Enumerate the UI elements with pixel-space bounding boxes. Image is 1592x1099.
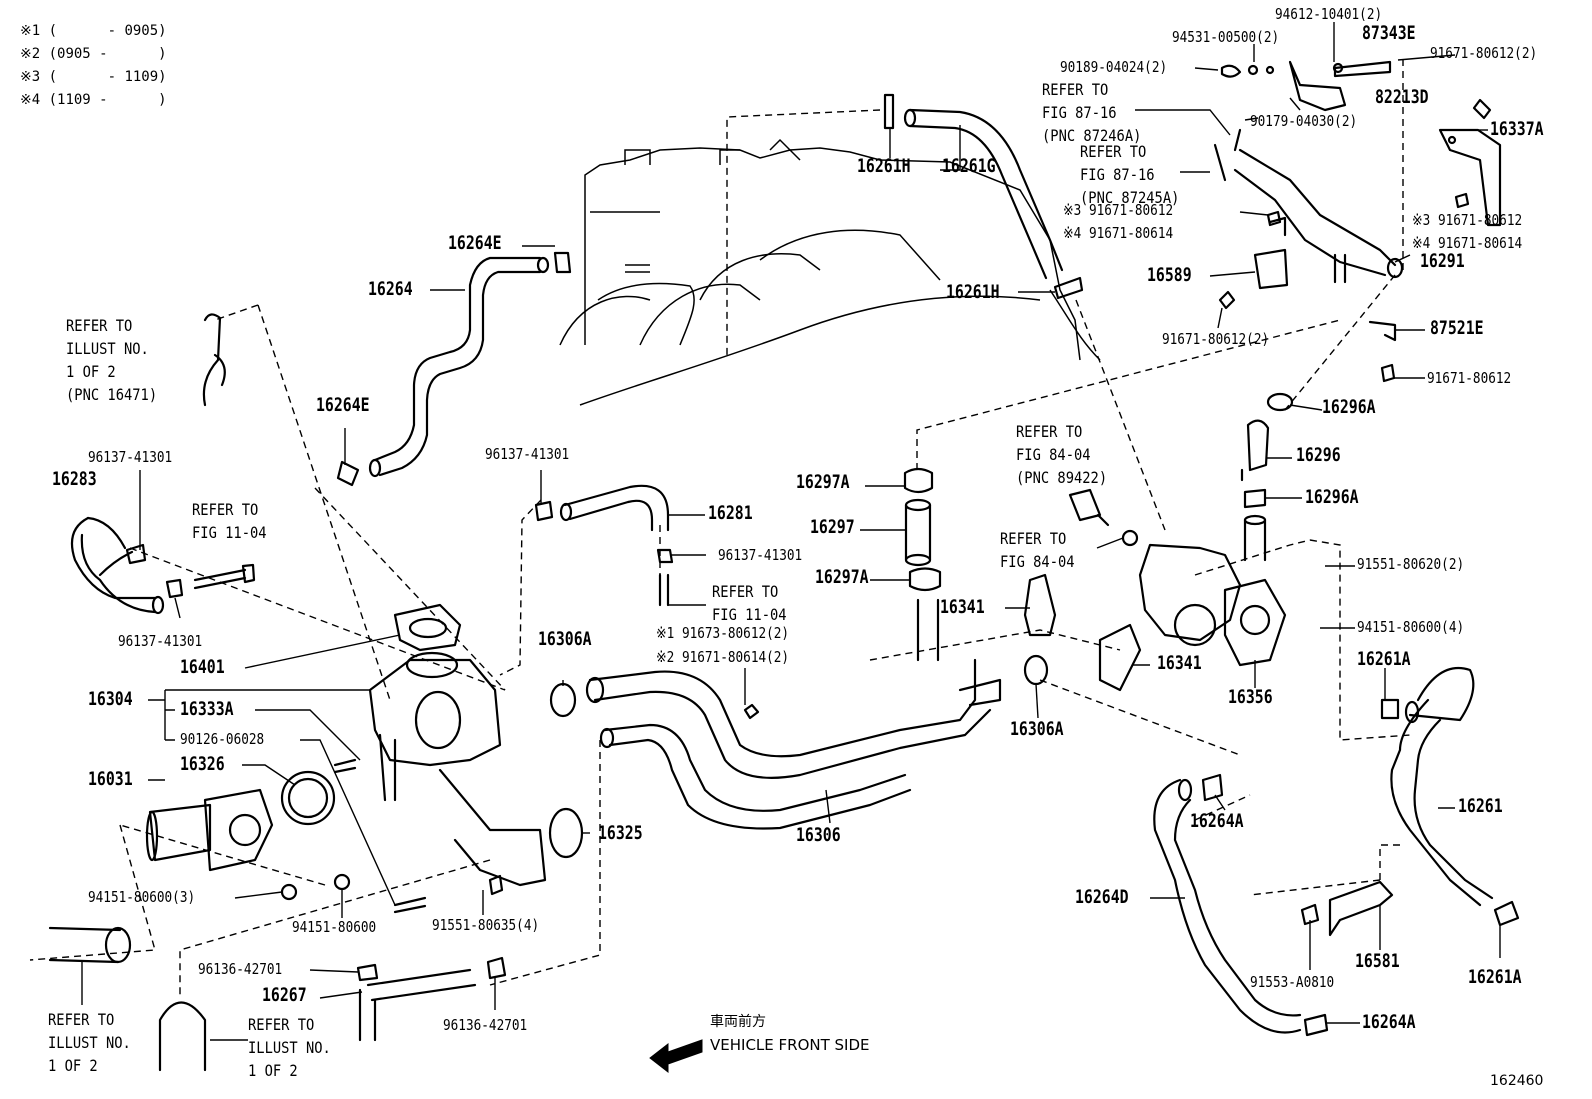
part-16297A-bottom[interactable]: 16297A (815, 566, 869, 588)
part-94151-80600-3[interactable]: 94151-80600(3) (88, 888, 196, 906)
part-90179-04030[interactable]: 90179-04030(2) (1250, 112, 1358, 130)
part-16264A-mid[interactable]: 16264A (1190, 810, 1244, 832)
version-note-2: ※2 (0905 - ) (20, 46, 167, 62)
part-91551-80620[interactable]: 91551-80620(2) (1357, 555, 1465, 573)
version-note-3: ※3 ( - 1109) (20, 69, 167, 85)
part-96136-42701-b[interactable]: 96136-42701 (443, 1016, 528, 1034)
leader-lines (81, 22, 1501, 1041)
part-91671-80614-note2[interactable]: ※2 91671-80614(2) (656, 648, 790, 666)
part-91671-80612-2-top[interactable]: 91671-80612(2) (1430, 44, 1538, 62)
part-91671-80612-2-mid[interactable]: 91671-80612(2) (1162, 330, 1270, 348)
vehicle-front-label-en: VEHICLE FRONT SIDE (710, 1036, 870, 1054)
part-91671-80614-note4-right[interactable]: ※4 91671-80614 (1412, 234, 1523, 252)
part-16261[interactable]: 16261 (1458, 795, 1503, 817)
part-16304[interactable]: 16304 (88, 688, 133, 710)
part-16296[interactable]: 16296 (1296, 444, 1341, 466)
refer-illust-1of2-a[interactable]: REFER TO ILLUST NO. 1 OF 2 (48, 1010, 131, 1075)
refer-fig-87-16-a[interactable]: REFER TO FIG 87-16 (PNC 87246A) (1042, 80, 1142, 145)
part-82213D[interactable]: 82213D (1375, 86, 1429, 108)
part-94151-80600[interactable]: 94151-80600 (292, 918, 377, 936)
part-90126-06028[interactable]: 90126-06028 (180, 730, 265, 748)
part-16341-a[interactable]: 16341 (940, 596, 985, 618)
part-16291[interactable]: 16291 (1420, 250, 1465, 272)
part-16297[interactable]: 16297 (810, 516, 855, 538)
version-note-1: ※1 ( - 0905) (20, 23, 167, 39)
part-16031[interactable]: 16031 (88, 768, 133, 790)
part-16306[interactable]: 16306 (796, 824, 841, 846)
figure-id: 162460 (1490, 1073, 1544, 1089)
part-91671-80612-right[interactable]: 91671-80612 (1427, 369, 1512, 387)
part-96137-41301-c[interactable]: 96137-41301 (718, 546, 803, 564)
part-16261A-top[interactable]: 16261A (1357, 648, 1411, 670)
vehicle-front-label-jp: 車両前方 (710, 1014, 766, 1030)
part-91551-80635[interactable]: 91551-80635(4) (432, 916, 540, 934)
part-16297A-top[interactable]: 16297A (796, 471, 850, 493)
part-96137-41301-b[interactable]: 96137-41301 (485, 445, 570, 463)
refer-illust-1of2-b[interactable]: REFER TO ILLUST NO. 1 OF 2 (248, 1015, 331, 1080)
part-96136-42701-a[interactable]: 96136-42701 (198, 960, 283, 978)
part-91671-80614-note4[interactable]: ※4 91671-80614 (1063, 224, 1174, 242)
part-16589[interactable]: 16589 (1147, 264, 1192, 286)
part-16325[interactable]: 16325 (598, 822, 643, 844)
part-96137-41301-a[interactable]: 96137-41301 (88, 448, 173, 466)
part-16337A[interactable]: 16337A (1490, 118, 1544, 140)
refer-fig-84-04-a[interactable]: REFER TO FIG 84-04 (PNC 89422) (1016, 422, 1108, 487)
part-16333A[interactable]: 16333A (180, 698, 234, 720)
part-96137-41301-d[interactable]: 96137-41301 (118, 632, 203, 650)
part-16306A-a[interactable]: 16306A (538, 628, 592, 650)
part-94531-00500[interactable]: 94531-00500(2) (1172, 28, 1280, 46)
small-parts (48, 60, 1520, 1074)
refer-fig-11-04-b[interactable]: REFER TO FIG 11-04 (712, 582, 787, 624)
part-94151-80600-4[interactable]: 94151-80600(4) (1357, 618, 1465, 636)
part-91673-80612-note1[interactable]: ※1 91673-80612(2) (656, 624, 790, 642)
part-16264[interactable]: 16264 (368, 278, 413, 300)
part-91671-80612-note3-right[interactable]: ※3 91671-80612 (1412, 211, 1523, 229)
part-16264E-top[interactable]: 16264E (448, 232, 502, 254)
part-16264A-bottom[interactable]: 16264A (1362, 1011, 1416, 1033)
part-16261H-mid[interactable]: 16261H (946, 281, 1000, 303)
part-94612-10401[interactable]: 94612-10401(2) (1275, 5, 1383, 23)
part-16283[interactable]: 16283 (52, 468, 97, 490)
part-91671-80612-note3[interactable]: ※3 91671-80612 (1063, 201, 1174, 219)
part-90189-04024[interactable]: 90189-04024(2) (1060, 58, 1168, 76)
part-16267[interactable]: 16267 (262, 984, 307, 1006)
version-note-4: ※4 (1109 - ) (20, 92, 167, 108)
part-16296A-top[interactable]: 16296A (1322, 396, 1376, 418)
part-87521E[interactable]: 87521E (1430, 317, 1484, 339)
part-16264E-left[interactable]: 16264E (316, 394, 370, 416)
part-16401[interactable]: 16401 (180, 656, 225, 678)
part-16281[interactable]: 16281 (708, 502, 753, 524)
part-91553-A0810[interactable]: 91553-A0810 (1250, 973, 1335, 991)
part-16261G[interactable]: 16261G (942, 155, 996, 177)
refer-fig-84-04-b[interactable]: REFER TO FIG 84-04 (1000, 529, 1075, 571)
refer-fig-87-16-b[interactable]: REFER TO FIG 87-16 (PNC 87245A) (1080, 142, 1180, 207)
part-16264D[interactable]: 16264D (1075, 886, 1129, 908)
intake-manifold-outline (559, 138, 1101, 406)
part-16581[interactable]: 16581 (1355, 950, 1400, 972)
part-16356[interactable]: 16356 (1228, 686, 1273, 708)
part-16261H-top[interactable]: 16261H (857, 155, 911, 177)
dashed-reference-lines (29, 60, 1411, 995)
hoses (70, 93, 1494, 1042)
part-16306A-b[interactable]: 16306A (1010, 718, 1064, 740)
refer-fig-11-04-a[interactable]: REFER TO FIG 11-04 (192, 500, 267, 542)
part-16326[interactable]: 16326 (180, 753, 225, 775)
part-16296A-bottom[interactable]: 16296A (1305, 486, 1359, 508)
part-16341-b[interactable]: 16341 (1157, 652, 1202, 674)
part-16261A-bottom[interactable]: 16261A (1468, 966, 1522, 988)
refer-illust-16471[interactable]: REFER TO ILLUST NO. 1 OF 2 (PNC 16471) (66, 316, 158, 404)
part-87343E[interactable]: 87343E (1362, 22, 1416, 44)
